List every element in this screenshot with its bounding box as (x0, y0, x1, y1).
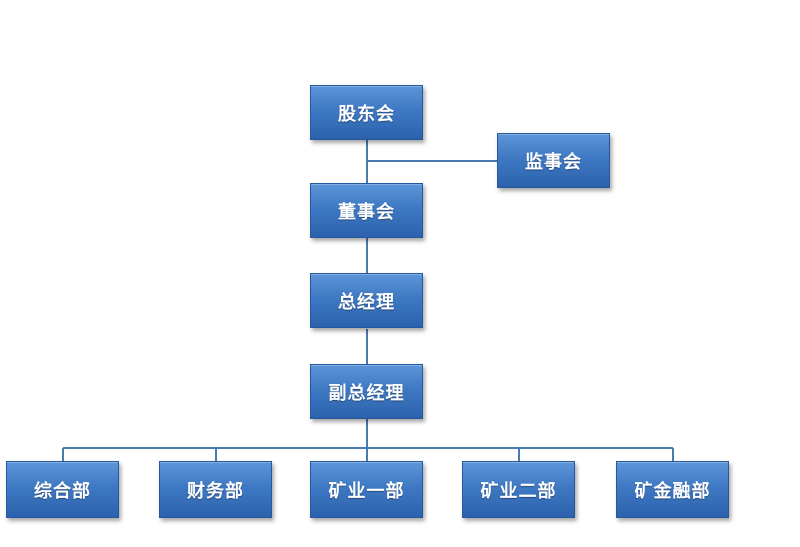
node-department-3: 矿业一部 (310, 461, 423, 518)
node-department-4-label: 矿业二部 (480, 480, 557, 502)
node-department-5: 矿金融部 (616, 461, 729, 518)
node-supervisory-board-label: 监事会 (525, 151, 582, 173)
node-department-5-label: 矿金融部 (634, 480, 711, 502)
node-department-1-label: 综合部 (34, 480, 91, 502)
node-department-4: 矿业二部 (462, 461, 575, 518)
node-shareholders: 股东会 (310, 85, 423, 140)
node-department-2-label: 财务部 (187, 480, 244, 502)
node-department-2: 财务部 (159, 461, 272, 518)
node-department-3-label: 矿业一部 (328, 480, 405, 502)
node-deputy-general-manager: 副总经理 (310, 364, 423, 419)
node-board-of-directors: 董事会 (310, 183, 423, 238)
node-department-1: 综合部 (6, 461, 119, 518)
node-general-manager: 总经理 (310, 273, 423, 328)
node-deputy-general-manager-label: 副总经理 (328, 382, 405, 404)
node-general-manager-label: 总经理 (338, 291, 395, 313)
node-supervisory-board: 监事会 (497, 133, 610, 188)
node-shareholders-label: 股东会 (338, 103, 395, 125)
node-board-of-directors-label: 董事会 (338, 201, 395, 223)
